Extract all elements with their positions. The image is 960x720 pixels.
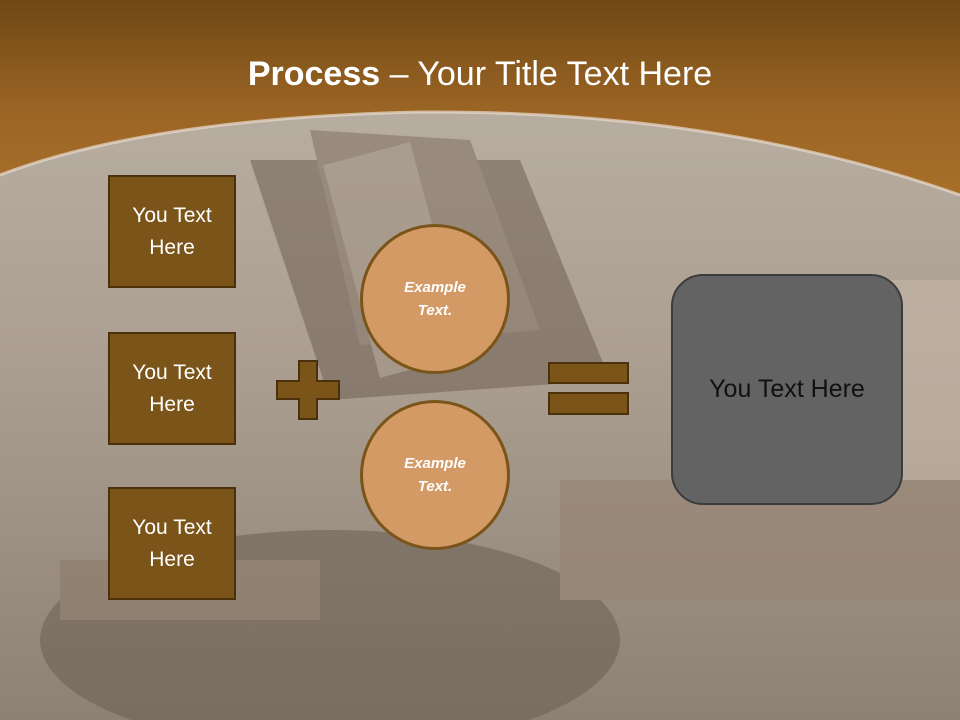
title-bold: Process — [247, 55, 381, 93]
input-box-2-text: You Text Here — [132, 360, 212, 416]
gavel-photo — [40, 130, 960, 720]
input-box-2: You Text Here — [108, 332, 236, 445]
operand-circle-1: Example Text. — [360, 224, 510, 374]
result-box-text: You Text Here — [709, 375, 865, 403]
title-rest: – Your Title Text Here — [380, 55, 713, 93]
input-box-1: You Text Here — [108, 175, 236, 288]
input-box-3-text: You Text Here — [132, 515, 212, 571]
header-band — [0, 0, 960, 195]
operand-circle-1-text: Example Text. — [404, 279, 466, 319]
plus-icon — [276, 360, 340, 420]
slide-title: Process – Your Title Text Here — [0, 52, 960, 96]
input-box-1-text: You Text Here — [132, 203, 212, 259]
operand-circle-2: Example Text. — [360, 400, 510, 550]
equals-icon — [548, 362, 629, 415]
operand-circle-2-text: Example Text. — [404, 455, 466, 495]
result-box: You Text Here — [671, 274, 903, 505]
input-box-3: You Text Here — [108, 487, 236, 600]
